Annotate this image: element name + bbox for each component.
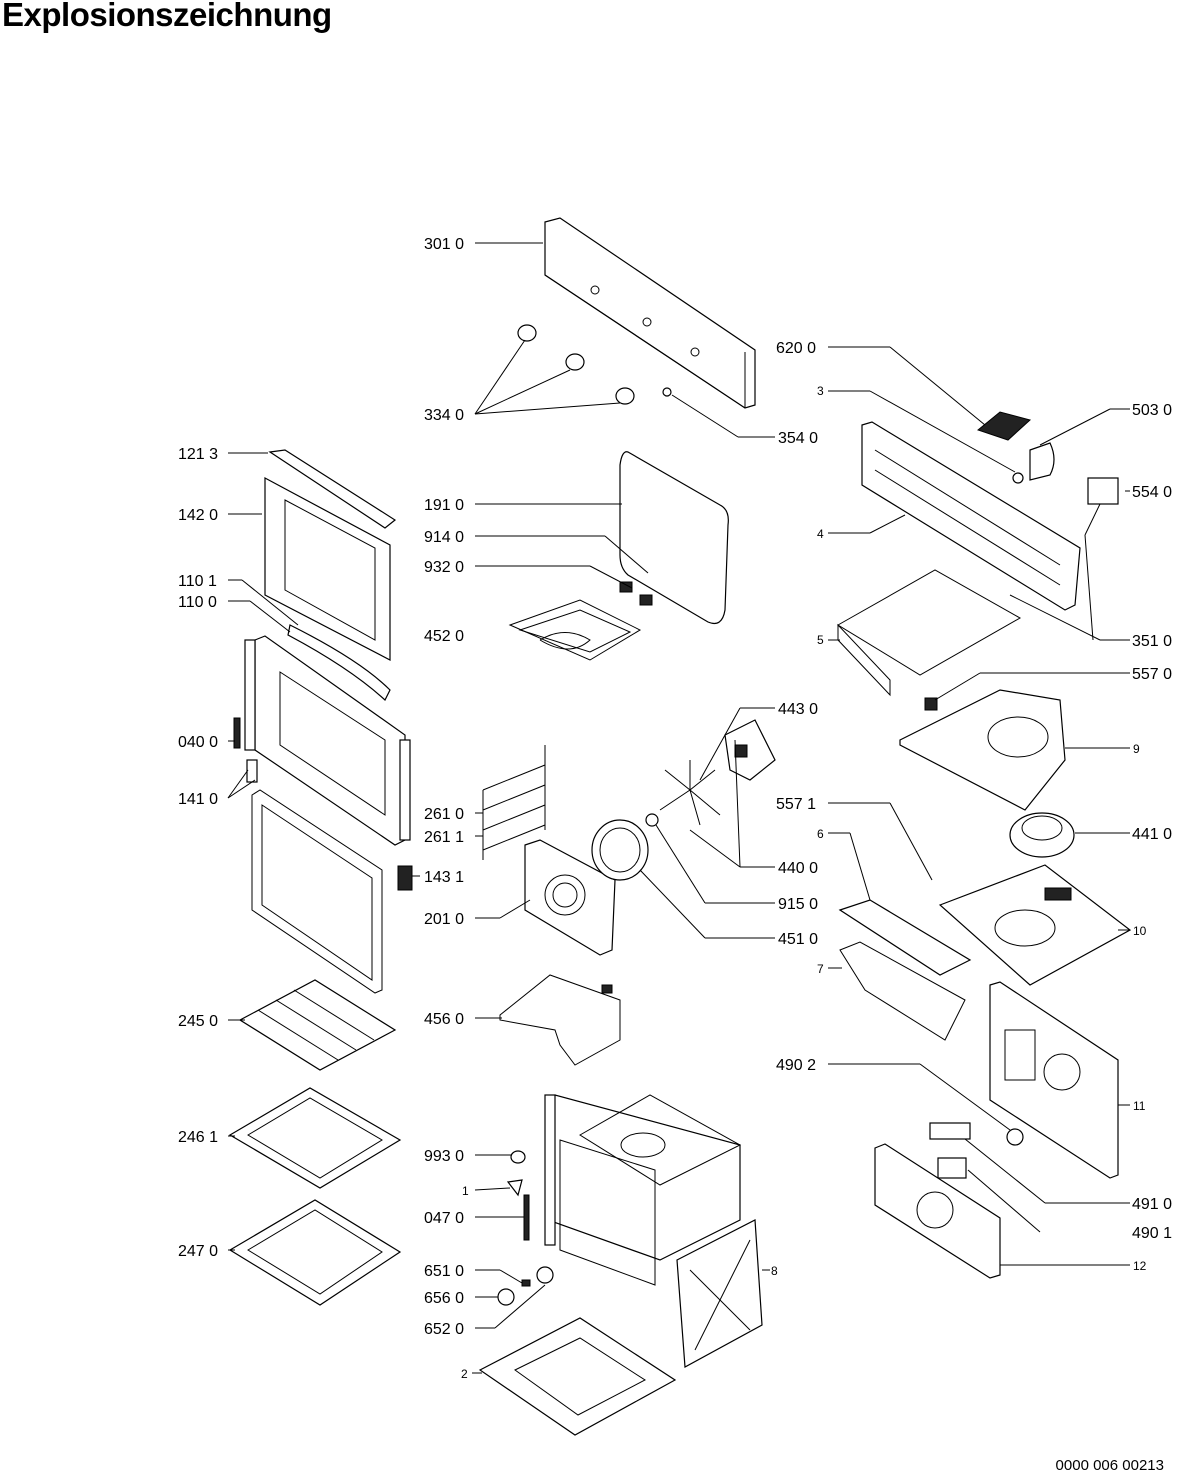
clock-part <box>1012 442 1055 484</box>
fan-blade <box>645 760 721 827</box>
fan-motor <box>724 719 776 781</box>
baking-tray-246 <box>228 1087 402 1189</box>
label-245-0: 245 0 <box>178 1013 218 1030</box>
label-491-0: 491 0 <box>1132 1196 1172 1213</box>
fan-housing <box>899 689 1066 811</box>
wiring-plate <box>837 569 1022 697</box>
label-201-0: 201 0 <box>424 911 464 928</box>
label-7: 7 <box>817 962 824 976</box>
control-frame <box>861 421 1081 611</box>
circular-heater <box>591 819 649 881</box>
label-4: 4 <box>817 527 824 541</box>
knobs <box>517 324 672 405</box>
door-hinges-141 <box>246 759 258 783</box>
label-334-0: 334 0 <box>424 407 464 424</box>
screws-parts <box>497 1266 554 1306</box>
label-443-0: 443 0 <box>778 701 818 718</box>
label-141-0: 141 0 <box>178 791 218 808</box>
label-6: 6 <box>817 827 824 841</box>
fan-cover <box>524 839 616 956</box>
label-11: 11 <box>1133 1099 1146 1113</box>
label-247-0: 247 0 <box>178 1243 218 1260</box>
label-441-0: 441 0 <box>1132 826 1172 843</box>
label-047-0: 047 0 <box>424 1210 464 1227</box>
shelf-rails <box>482 745 546 860</box>
label-9: 9 <box>1133 742 1140 756</box>
leader-lines <box>227 242 1130 1374</box>
outer-door-glass <box>264 476 391 661</box>
label-456-0: 456 0 <box>424 1011 464 1028</box>
label-351-0: 351 0 <box>1132 633 1172 650</box>
label-490-2: 490 2 <box>776 1057 816 1074</box>
label-452-0: 452 0 <box>424 628 464 645</box>
label-121-3: 121 3 <box>178 446 218 463</box>
inner-door-frame <box>244 635 411 846</box>
part-number-labels: 301 0 334 0 354 0 620 0 3 503 0 554 0 4 … <box>178 236 1172 1381</box>
label-3: 3 <box>817 384 824 398</box>
label-5: 5 <box>817 633 824 647</box>
side-panel <box>676 1219 763 1368</box>
label-651-0: 651 0 <box>424 1263 464 1280</box>
label-8: 8 <box>771 1264 778 1278</box>
label-261-1: 261 1 <box>424 829 464 846</box>
label-110-0: 110 0 <box>178 594 217 611</box>
label-451-0: 451 0 <box>778 931 818 948</box>
label-142-0: 142 0 <box>178 507 218 524</box>
label-993-0: 993 0 <box>424 1148 464 1165</box>
label-10: 10 <box>1133 924 1147 938</box>
label-554-0: 554 0 <box>1132 484 1172 501</box>
label-557-0: 557 0 <box>1132 666 1172 683</box>
label-656-0: 656 0 <box>424 1290 464 1307</box>
bottom-plate <box>478 1317 677 1436</box>
oven-door-seal <box>619 451 729 625</box>
fan-part <box>1009 812 1075 858</box>
label-620-0: 620 0 <box>776 340 816 357</box>
switch-part <box>976 411 1032 441</box>
label-040-0: 040 0 <box>178 734 218 751</box>
wire-rack-245 <box>238 979 397 1071</box>
label-354-0: 354 0 <box>778 430 818 447</box>
bottom-heating-element <box>499 974 621 1066</box>
door-latch-040 <box>233 717 241 749</box>
label-191-0: 191 0 <box>424 497 464 514</box>
label-301-0: 301 0 <box>424 236 464 253</box>
control-panel-fascia <box>544 217 756 409</box>
door-trim-121 <box>268 449 397 529</box>
label-503-0: 503 0 <box>1132 402 1172 419</box>
document-number: 0000 006 00213 <box>1055 1457 1164 1474</box>
label-246-1: 246 1 <box>178 1129 218 1146</box>
label-261-0: 261 0 <box>424 806 464 823</box>
label-2: 2 <box>461 1367 468 1381</box>
page-title: Explosionszeichnung <box>2 0 332 33</box>
small-parts-left <box>506 1150 530 1241</box>
terminal-blocks <box>929 1122 1024 1179</box>
label-915-0: 915 0 <box>778 896 818 913</box>
label-110-1: 110 1 <box>178 573 217 590</box>
door-seal-frame <box>251 789 383 994</box>
label-932-0: 932 0 <box>424 559 464 576</box>
oven-cavity <box>544 1094 742 1286</box>
mount-frame <box>838 899 972 1041</box>
bottom-cover <box>938 864 1132 986</box>
back-panel <box>989 981 1119 1179</box>
rear-cover <box>874 1143 1001 1279</box>
label-1: 1 <box>462 1184 469 1198</box>
baking-tray-247 <box>228 1199 402 1306</box>
thermostat-part <box>1084 477 1119 536</box>
label-143-1: 143 1 <box>424 869 464 886</box>
hinge-143 <box>397 865 413 891</box>
label-557-1: 557 1 <box>776 796 816 813</box>
label-914-0: 914 0 <box>424 529 464 546</box>
top-heating-element <box>508 581 653 661</box>
label-490-1: 490 1 <box>1132 1225 1172 1242</box>
label-652-0: 652 0 <box>424 1321 464 1338</box>
label-12: 12 <box>1133 1259 1147 1273</box>
label-440-0: 440 0 <box>778 860 818 877</box>
door-hinge-bracket <box>287 624 391 701</box>
